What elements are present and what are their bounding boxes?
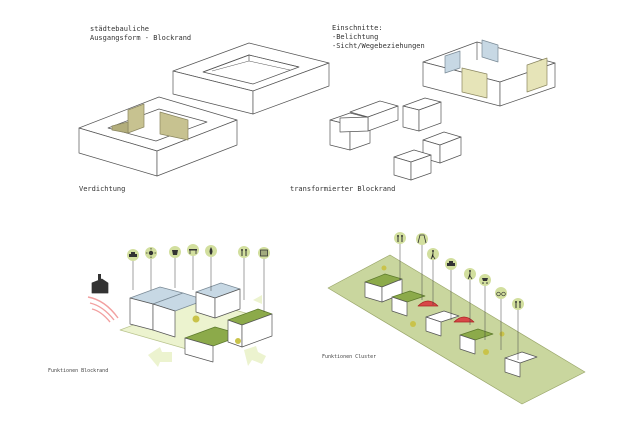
- sun-icon: [145, 247, 157, 259]
- transformed-label: transformierter Blockrand: [290, 185, 396, 193]
- walking-icon-cluster: [464, 268, 476, 280]
- walking-icon: [427, 248, 439, 260]
- cafe-icon: [169, 246, 181, 258]
- car-icon: [127, 249, 139, 261]
- cuts-block: [422, 39, 556, 107]
- functions-cluster-label: Funktionen Cluster: [322, 354, 377, 360]
- transformed-block: [329, 97, 462, 181]
- perimeter-block: [172, 42, 330, 115]
- form-label-line1: städtebauliche: [90, 25, 150, 33]
- cuts-label-line1: Einschnitte:: [332, 24, 383, 32]
- bench-icon: [187, 244, 199, 256]
- densification-block: [78, 96, 238, 177]
- functions-block-label: Funktionen Blockrand: [48, 368, 109, 374]
- icon-pins-block: [132, 254, 265, 312]
- water-drop-icon: [205, 245, 217, 257]
- densification-label: Verdichtung: [79, 185, 126, 193]
- people-icon: [394, 232, 406, 244]
- family-icon: [238, 246, 250, 258]
- shop-icon: [258, 247, 270, 259]
- form-label-line2: Ausgangsform - Blockrand: [90, 34, 192, 42]
- functions-block-diagram: [87, 274, 273, 367]
- cuts-label-line2: -Belichtung: [332, 33, 379, 41]
- playground-icon: [416, 233, 428, 245]
- cuts-label-line3: -Sicht/Wegebeziehungen: [332, 42, 425, 50]
- trees: [192, 265, 505, 355]
- people-icon-cluster: [512, 298, 524, 310]
- functions-cluster-diagram: [327, 254, 586, 405]
- car-icon-cluster: [445, 258, 457, 270]
- icon-pins-cluster: [399, 242, 519, 360]
- stroller-icon: [479, 274, 491, 286]
- bicycle-icon: [495, 287, 507, 299]
